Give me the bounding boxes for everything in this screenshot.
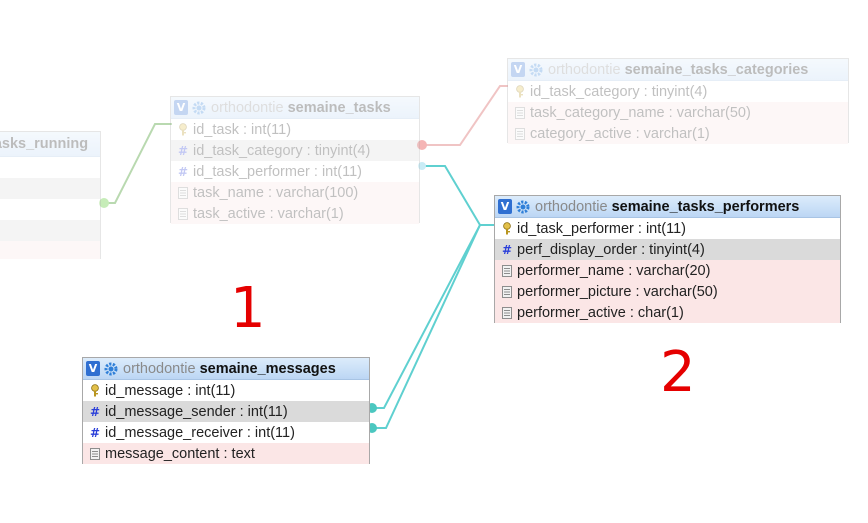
table-header[interactable]: V orthodontie semaine_messages bbox=[83, 358, 369, 380]
toggle-v-icon[interactable]: V bbox=[86, 361, 100, 376]
text-icon bbox=[176, 186, 190, 199]
field-list: id_task : int(11) # id_task_category : tin… bbox=[171, 119, 419, 224]
text-icon bbox=[500, 306, 514, 319]
hash-icon: # bbox=[177, 164, 189, 179]
table-semaine-tasks[interactable]: V orthodontie semaine_tasks id_task : in… bbox=[170, 96, 420, 224]
gear-icon[interactable] bbox=[528, 62, 544, 78]
field-list: id_task_category : tinyint(4) task_catego… bbox=[508, 81, 848, 144]
field-label: id_task_performer : int(11) bbox=[193, 163, 362, 180]
relation-receiver-performer bbox=[370, 224, 494, 429]
field-label: message_content : text bbox=[105, 445, 255, 462]
relation-dot bbox=[99, 198, 109, 208]
table-title: semaine_messages bbox=[199, 360, 336, 377]
table-header[interactable]: V orthodontie semaine_tasks_categories bbox=[508, 59, 848, 81]
field-label: task_active : varchar(1) bbox=[193, 205, 344, 222]
field-row[interactable]: performer_picture : varchar(50) bbox=[495, 281, 840, 302]
relation-sender-performer bbox=[370, 224, 494, 409]
text-icon bbox=[513, 127, 527, 140]
field-list: id_message : int(11) # id_message_sender :… bbox=[83, 380, 369, 464]
table-header[interactable]: tasks_running bbox=[0, 132, 100, 157]
field-label: id_message_receiver : int(11) bbox=[105, 424, 295, 441]
table-header[interactable]: V orthodontie semaine_tasks bbox=[171, 97, 419, 119]
field-row[interactable]: # id_task_performer : int(11) bbox=[171, 161, 419, 182]
key-icon bbox=[500, 222, 514, 235]
toggle-v-icon[interactable]: V bbox=[511, 62, 525, 77]
field-row[interactable]: task_active : varchar(1) bbox=[171, 203, 419, 224]
field-label: id_task : int(11) bbox=[193, 121, 292, 138]
field-label: id_task_category : tinyint(4) bbox=[193, 142, 371, 159]
table-db-name: orthodontie bbox=[211, 99, 284, 116]
gear-icon[interactable] bbox=[515, 199, 531, 215]
relation-dot bbox=[418, 162, 426, 170]
text-icon bbox=[500, 285, 514, 298]
table-semaine-tasks-performers[interactable]: V orthodontie semaine_tasks_performers i… bbox=[494, 195, 841, 323]
field-label: id_message : int(11) bbox=[105, 382, 236, 399]
table-title: semaine_tasks bbox=[287, 99, 391, 116]
field-row[interactable]: id_task_performer : int(11) bbox=[495, 218, 840, 239]
field-row[interactable]: task_name : varchar(100) bbox=[171, 182, 419, 203]
field-label: id_task_category : tinyint(4) bbox=[530, 83, 708, 100]
field-label: id_message_sender : int(11) bbox=[105, 403, 288, 420]
key-icon bbox=[513, 85, 527, 98]
field-label: performer_name : varchar(20) bbox=[517, 262, 711, 279]
field-list: id_task_performer : int(11) # perf_display… bbox=[495, 218, 840, 323]
field-row[interactable]: id_message : int(11) bbox=[83, 380, 369, 401]
text-icon bbox=[88, 447, 102, 460]
annotation-number-1: 1 bbox=[230, 276, 266, 341]
field-label: performer_active : char(1) bbox=[517, 304, 684, 321]
hash-icon: # bbox=[501, 242, 513, 257]
field-row[interactable]: # id_message_receiver : int(11) bbox=[83, 422, 369, 443]
field-row[interactable]: performer_active : char(1) bbox=[495, 302, 840, 323]
table-tasks-running[interactable]: tasks_running bbox=[0, 131, 101, 259]
key-icon bbox=[88, 384, 102, 397]
field-row[interactable]: category_active : varchar(1) bbox=[508, 123, 848, 144]
table-header[interactable]: V orthodontie semaine_tasks_performers bbox=[495, 196, 840, 218]
field-label: category_active : varchar(1) bbox=[530, 125, 710, 142]
hash-icon: # bbox=[89, 404, 101, 419]
hash-icon: # bbox=[177, 143, 189, 158]
field-label: task_name : varchar(100) bbox=[193, 184, 359, 201]
field-row[interactable]: performer_name : varchar(20) bbox=[495, 260, 840, 281]
field-row[interactable]: id_task : int(11) bbox=[171, 119, 419, 140]
field-row[interactable]: # id_task_category : tinyint(4) bbox=[171, 140, 419, 161]
table-semaine-tasks-categories[interactable]: V orthodontie semaine_tasks_categories i… bbox=[507, 58, 849, 144]
key-icon bbox=[176, 123, 190, 136]
table-db-name: orthodontie bbox=[548, 61, 621, 78]
field-row[interactable]: # id_message_sender : int(11) bbox=[83, 401, 369, 422]
field-row[interactable]: id_task_category : tinyint(4) bbox=[508, 81, 848, 102]
relation-running-tasks bbox=[100, 123, 172, 204]
table-title: semaine_tasks_performers bbox=[611, 198, 800, 215]
gear-icon[interactable] bbox=[103, 361, 119, 377]
table-title: tasks_running bbox=[0, 136, 89, 152]
field-row[interactable]: # perf_display_order : tinyint(4) bbox=[495, 239, 840, 260]
relation-tasks-performers bbox=[420, 165, 494, 226]
toggle-v-icon[interactable]: V bbox=[174, 100, 188, 115]
field-label: task_category_name : varchar(50) bbox=[530, 104, 751, 121]
table-semaine-messages[interactable]: V orthodontie semaine_messages id_messag… bbox=[82, 357, 370, 464]
gear-icon[interactable] bbox=[191, 100, 207, 116]
field-label: perf_display_order : tinyint(4) bbox=[517, 241, 705, 258]
table-db-name: orthodontie bbox=[535, 198, 608, 215]
field-row[interactable]: task_category_name : varchar(50) bbox=[508, 102, 848, 123]
text-icon bbox=[176, 207, 190, 220]
toggle-v-icon[interactable]: V bbox=[498, 199, 512, 214]
field-label: performer_picture : varchar(50) bbox=[517, 283, 718, 300]
text-icon bbox=[513, 106, 527, 119]
field-row[interactable]: message_content : text bbox=[83, 443, 369, 464]
annotation-number-2: 2 bbox=[660, 340, 696, 405]
table-title: semaine_tasks_categories bbox=[624, 61, 809, 78]
table-db-name: orthodontie bbox=[123, 360, 196, 377]
text-icon bbox=[500, 264, 514, 277]
relation-dot bbox=[417, 140, 427, 150]
hash-icon: # bbox=[89, 425, 101, 440]
field-label: id_task_performer : int(11) bbox=[517, 220, 686, 237]
relation-tasks-categories bbox=[420, 85, 508, 146]
